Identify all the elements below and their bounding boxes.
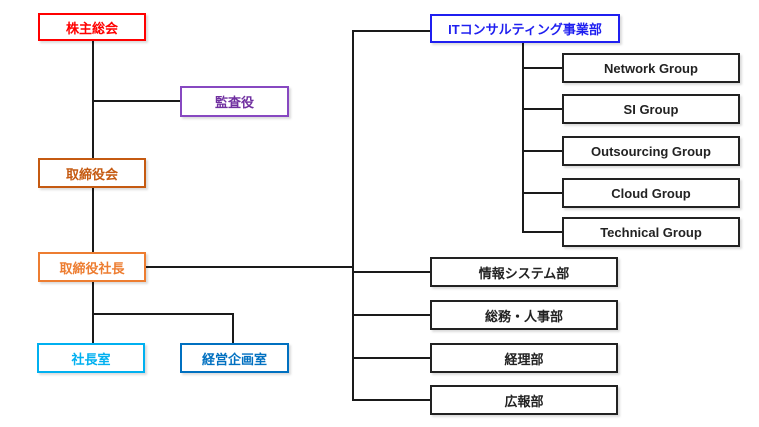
org-node-president-office: 社長室 <box>37 343 145 373</box>
connector-technical-branch <box>522 231 562 233</box>
org-node-board: 取締役会 <box>38 158 146 188</box>
org-node-it-consulting: ITコンサルティング事業部 <box>430 14 620 43</box>
connector-cloud-branch <box>522 192 562 194</box>
org-node-president: 取締役社長 <box>38 252 146 282</box>
connector-info-systems-branch <box>352 271 430 273</box>
org-node-technical-group: Technical Group <box>562 217 740 247</box>
connector-network-branch <box>522 67 562 69</box>
org-node-auditor: 監査役 <box>180 86 289 117</box>
org-node-outsourcing-group: Outsourcing Group <box>562 136 740 166</box>
connector-it-subtrunk <box>522 43 524 233</box>
connector-public-relations-branch <box>352 399 430 401</box>
org-node-accounting: 経理部 <box>430 343 618 373</box>
connector-president-office-drop <box>92 282 94 343</box>
connector-president-trunk <box>146 266 354 268</box>
connector-outsourcing-branch <box>522 150 562 152</box>
org-node-si-group: SI Group <box>562 94 740 124</box>
connector-shareholders-board <box>92 41 94 158</box>
org-node-shareholders: 株主総会 <box>38 13 146 41</box>
connector-accounting-branch <box>352 357 430 359</box>
connector-main-trunk <box>352 30 354 401</box>
connector-board-president <box>92 188 94 252</box>
org-node-info-systems: 情報システム部 <box>430 257 618 287</box>
connector-trunk-it-division <box>352 30 430 32</box>
connector-office-planning-span <box>92 313 234 315</box>
org-node-network-group: Network Group <box>562 53 740 83</box>
org-node-general-affairs-hr: 総務・人事部 <box>430 300 618 330</box>
connector-si-branch <box>522 108 562 110</box>
org-node-corporate-planning: 経営企画室 <box>180 343 289 373</box>
connector-general-affairs-branch <box>352 314 430 316</box>
org-node-cloud-group: Cloud Group <box>562 178 740 208</box>
connector-auditor-branch <box>92 100 180 102</box>
org-node-public-relations: 広報部 <box>430 385 618 415</box>
connector-planning-drop <box>232 314 234 343</box>
